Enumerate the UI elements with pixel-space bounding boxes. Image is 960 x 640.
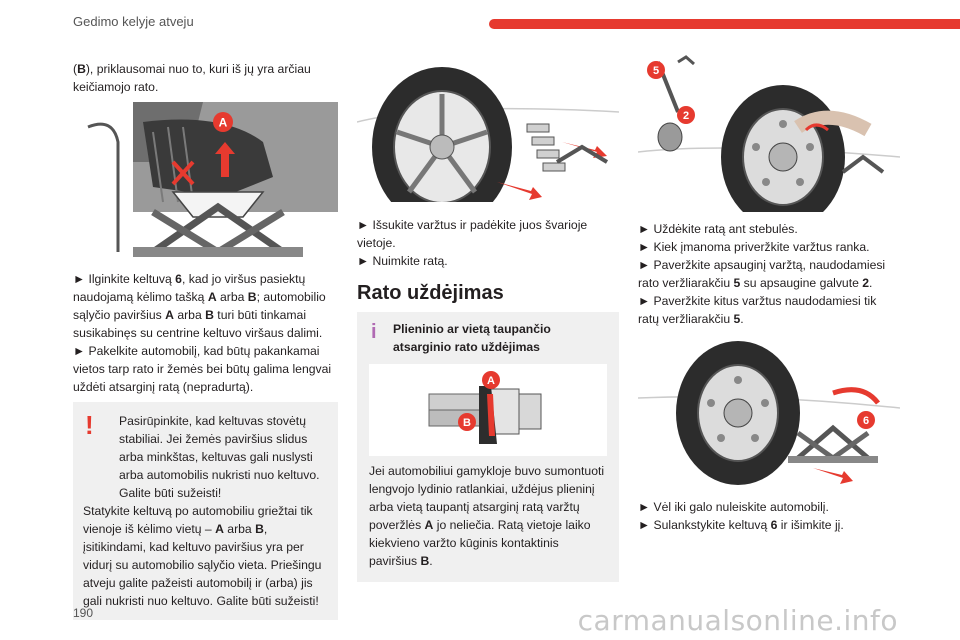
step-unscrew-bolts: ► Išsukite varžtus ir padėkite juos švar…	[357, 218, 588, 250]
column-left: (B), priklausomai nuo to, kuri iš jų yra…	[73, 60, 338, 620]
info-box: i Plieninio ar vietą taupančio atsargini…	[357, 312, 619, 582]
step-mount-wheel: ► Uždėkite ratą ant stebulės.	[638, 222, 798, 236]
step-tighten-other-bolts: ► Paveržkite kitus varžtus naudodamiesi …	[638, 294, 877, 326]
label-a: A	[219, 116, 228, 130]
warning-box: ! Pasirūpinkite, kad keltuvas stovėtų st…	[73, 402, 338, 620]
jack-folding-illustration: 6	[638, 338, 900, 488]
warning-icon: !	[85, 410, 94, 440]
label-5: 5	[653, 65, 659, 77]
warning-text-2: Statykite keltuvą po automobiliu griežta…	[83, 504, 322, 608]
section-heading-fitting: Rato uždėjimas	[357, 282, 504, 304]
intro-text: (B), priklausomai nuo to, kuri iš jų yra…	[73, 62, 311, 94]
page-number: 190	[73, 606, 94, 620]
bolt-detail-illustration: A B	[369, 364, 607, 456]
section-header-title: Gedimo kelyje atveju	[73, 14, 194, 29]
step-hand-tighten: ► Kiek įmanoma priveržkite varžtus ranka…	[638, 240, 870, 254]
step-fold-jack: ► Sulankstykite keltuvą 6 ir išimkite jį…	[638, 518, 844, 532]
step-extend-jack: ► Ilginkite keltuvą 6, kad jo viršus pas…	[73, 272, 326, 340]
jack-lift-point-illustration: A	[73, 102, 338, 262]
label-a: A	[487, 375, 495, 387]
label-6: 6	[863, 415, 869, 427]
wheel-removal-illustration	[357, 52, 619, 202]
warning-text-1: Pasirūpinkite, kad keltuvas stovėtų stab…	[119, 414, 320, 500]
step-remove-wheel: ► Nuimkite ratą.	[357, 254, 448, 268]
column-right: 5 2 ► Uždėkite ratą ant stebulės. ► Kiek…	[638, 52, 900, 534]
label-b: B	[463, 417, 471, 429]
step-raise-vehicle: ► Pakelkite automobilį, kad būtų pakanka…	[73, 344, 332, 394]
label-2: 2	[683, 110, 689, 122]
wheel-fitting-illustration: 5 2	[638, 52, 900, 212]
info-text: Jei automobiliui gamykloje buvo sumontuo…	[369, 464, 605, 568]
info-title: i Plieninio ar vietą taupančio atsargini…	[371, 321, 551, 354]
watermark-text: carmanualsonline.info	[577, 604, 898, 637]
step-lower-vehicle: ► Vėl iki galo nuleiskite automobilį.	[638, 500, 829, 514]
step-tighten-security-bolt: ► Paveržkite apsauginį varžtą, naudodami…	[638, 258, 886, 290]
column-middle: ► Išsukite varžtus ir padėkite juos švar…	[357, 52, 619, 582]
header-accent-bar	[489, 19, 960, 29]
info-icon: i	[371, 321, 377, 343]
